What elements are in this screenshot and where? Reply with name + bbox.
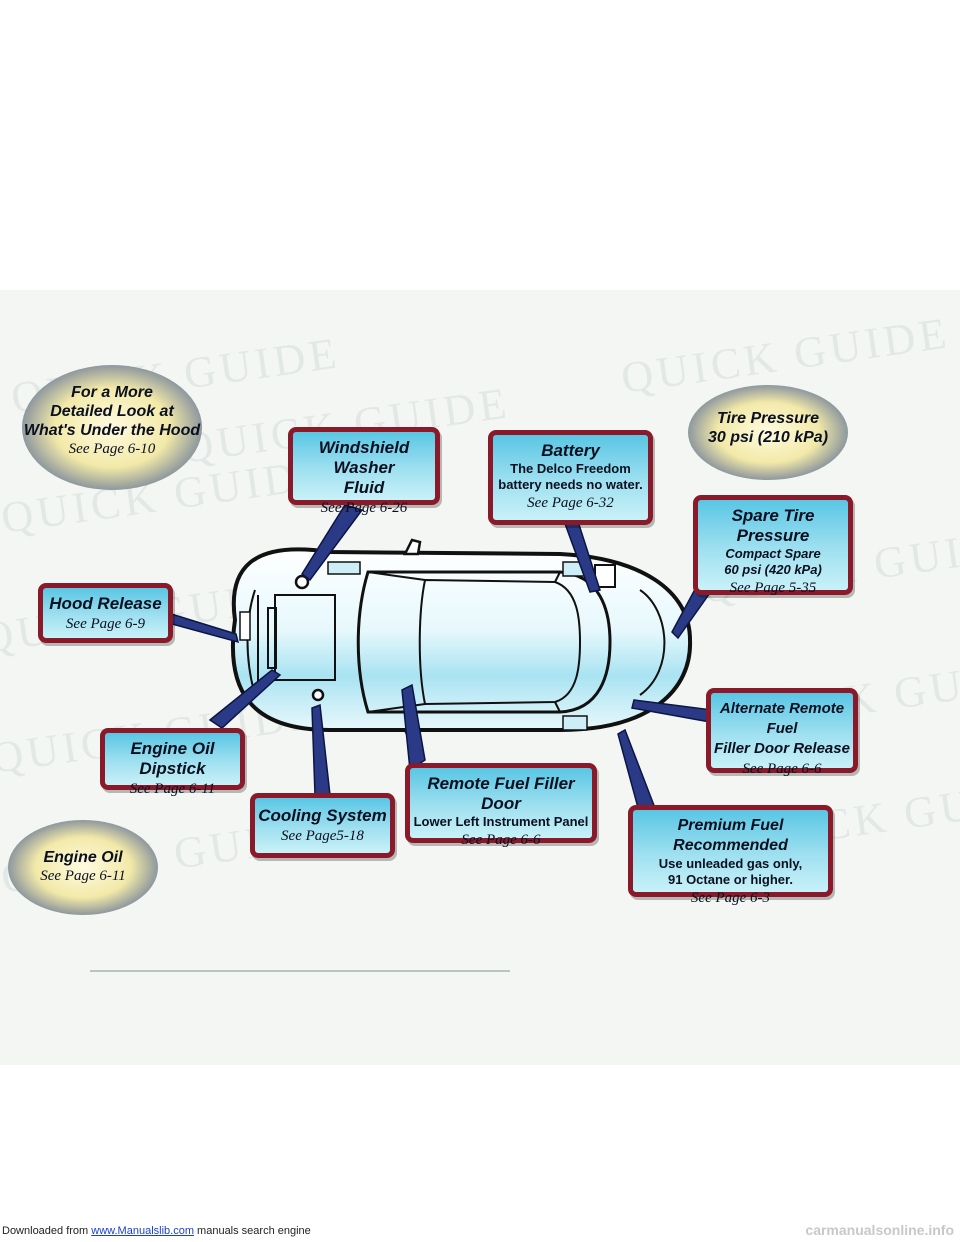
bottom-rule (90, 970, 510, 972)
alternate-fuel-release-callout: Alternate Remote Fuel Filler Door Releas… (706, 688, 858, 777)
engine-oil-dipstick-callout: Engine Oil Dipstick See Page 6-11 (100, 728, 245, 797)
callout-body: Lower Left Instrument Panel (413, 814, 589, 829)
callout-title: Engine Oil Dipstick (130, 739, 215, 778)
callout-page-ref: See Page 6-11 (129, 781, 216, 797)
oval-line: What's Under the Hood (23, 422, 201, 439)
under-hood-oval: For a More Detailed Look at What's Under… (22, 365, 202, 490)
oval-line: For a More (71, 384, 153, 401)
oval-line: Detailed Look at (50, 403, 174, 420)
site-watermark: carmanualsonline.info (805, 1222, 954, 1238)
spare-tire-callout: Spare Tire Pressure Compact Spare 60 psi… (693, 495, 853, 596)
callout-page-ref: See Page 5-35 (729, 580, 817, 596)
callout-body: battery needs no water. (498, 477, 643, 492)
callout-body: Use unleaded gas only, (658, 856, 803, 871)
callout-title: Cooling System (258, 806, 387, 825)
callout-page-ref: See Page5-18 (281, 828, 364, 844)
callout-body: Compact Spare (725, 546, 821, 561)
callout-title: Alternate Remote Fuel (719, 700, 845, 737)
callout-body: The Delco Freedom (510, 461, 631, 476)
footer-suffix: manuals search engine (197, 1225, 311, 1237)
callout-page-ref: See Page 6-9 (65, 616, 146, 632)
oval-line: 30 psi (210 kPa) (707, 429, 829, 446)
engine-oil-oval: Engine Oil See Page 6-11 (8, 820, 158, 915)
callout-title: Fluid (343, 478, 385, 497)
car-illustration (163, 504, 714, 817)
premium-fuel-callout: Premium Fuel Recommended Use unleaded ga… (628, 805, 833, 906)
callout-page-ref: See Page 6-6 (742, 761, 822, 777)
callout-page-ref: See Page 6-3 (690, 890, 771, 906)
remote-fuel-door-callout: Remote Fuel Filler Door Lower Left Instr… (405, 763, 597, 848)
windshield-washer-callout: Windshield Washer Fluid See Page 6-26 (288, 427, 440, 516)
hood-release-callout: Hood Release See Page 6-9 (38, 583, 173, 643)
cooling-system-callout: Cooling System See Page5-18 (250, 793, 395, 858)
callout-title: Remote Fuel Filler Door (427, 774, 575, 813)
callout-page-ref: See Page 6-26 (320, 500, 408, 516)
footer-prefix: Downloaded from (2, 1225, 89, 1237)
callout-page-ref: See Page 6-32 (527, 495, 614, 511)
callout-title: Filler Door Release (714, 740, 850, 757)
oval-page-ref: See Page 6-10 (68, 441, 156, 457)
callout-page-ref: See Page 6-6 (461, 832, 541, 848)
callout-title: Premium Fuel Recommended (673, 817, 788, 854)
callout-title: Battery (541, 441, 600, 460)
callout-body: 91 Octane or higher. (668, 872, 793, 887)
callout-title: Windshield Washer (318, 438, 410, 477)
download-footer: Downloaded from www.Manualslib.com manua… (2, 1225, 311, 1237)
oval-page-ref: See Page 6-11 (40, 868, 126, 884)
callout-title: Spare Tire Pressure (731, 506, 815, 545)
oval-line: Tire Pressure (717, 410, 819, 427)
tire-pressure-oval: Tire Pressure 30 psi (210 kPa) (688, 385, 848, 480)
manualslib-link[interactable]: www.Manualslib.com (91, 1225, 194, 1237)
callout-title: Hood Release (49, 594, 162, 613)
battery-callout: Battery The Delco Freedom battery needs … (488, 430, 653, 525)
oval-title: Engine Oil (43, 849, 123, 866)
callout-body: 60 psi (420 kPa) (724, 562, 822, 577)
quick-guide-panel: QUICK GUIDE QUICK GUIDE QUICK GUIDE QUIC… (0, 290, 960, 1065)
